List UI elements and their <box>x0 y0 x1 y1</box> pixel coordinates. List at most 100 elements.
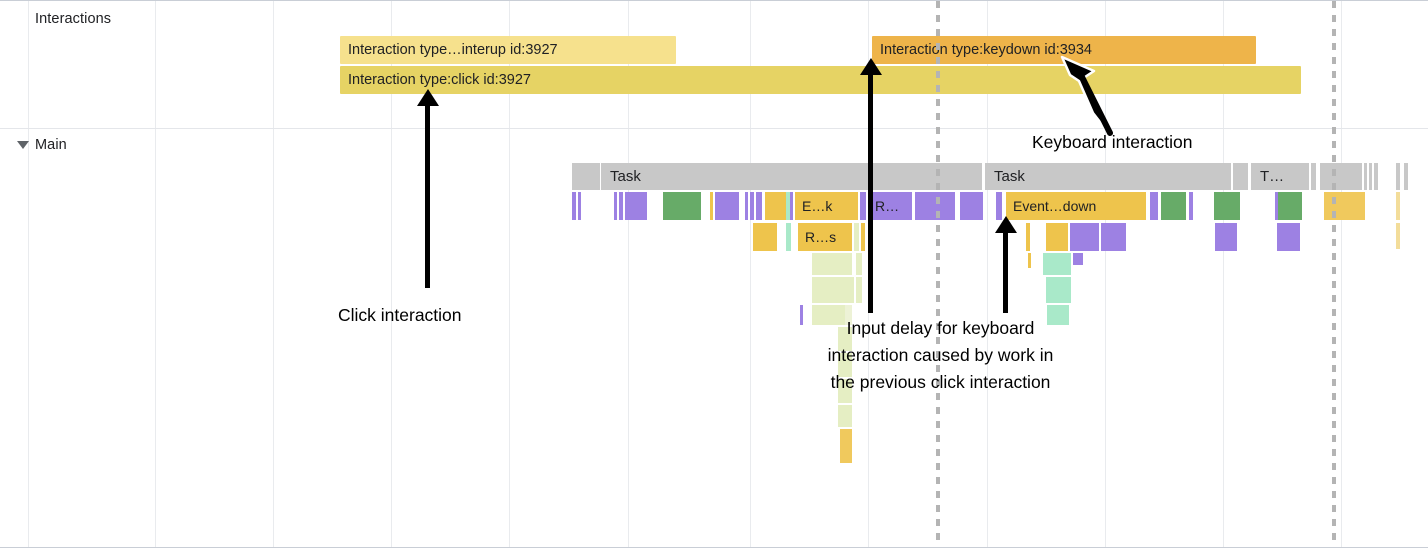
flame-block[interactable] <box>854 223 859 251</box>
flame-block[interactable] <box>1043 253 1071 275</box>
flame-block[interactable] <box>1101 223 1126 251</box>
flame-block-label: R… <box>875 198 900 214</box>
flame-block[interactable] <box>753 223 777 251</box>
flame-block[interactable] <box>860 192 866 220</box>
gridline <box>1105 1 1106 547</box>
annotation-arrowhead-input-delay-2 <box>995 216 1017 233</box>
flame-block[interactable] <box>812 253 852 275</box>
flame-event-label: E…k <box>802 198 833 214</box>
interaction-bar-label: Interaction type:keydown id:3934 <box>880 42 1092 58</box>
flame-block[interactable] <box>1278 192 1302 220</box>
flame-task-block[interactable] <box>1233 163 1248 190</box>
flame-block[interactable] <box>745 192 748 220</box>
flame-block[interactable] <box>786 223 791 251</box>
flame-block[interactable] <box>1028 253 1031 268</box>
flame-task-block[interactable] <box>1396 163 1400 190</box>
track-label-main[interactable]: Main <box>35 137 67 153</box>
gridline <box>155 1 156 547</box>
flame-block[interactable] <box>572 192 576 220</box>
flame-task-block[interactable]: Task <box>601 163 868 190</box>
flame-task-block[interactable] <box>870 163 982 190</box>
flame-task-block[interactable]: Task <box>985 163 1231 190</box>
interaction-bar-pointer[interactable]: Interaction type…interup id:3927 <box>340 36 676 64</box>
flame-task-label: T… <box>1260 168 1285 185</box>
flame-block[interactable] <box>996 192 1002 220</box>
flame-block[interactable] <box>1046 223 1068 251</box>
flame-block[interactable] <box>812 277 854 303</box>
flame-event-block[interactable]: E…k <box>795 192 858 220</box>
flame-event-block[interactable]: R…s <box>798 223 852 251</box>
flame-block[interactable] <box>715 192 739 220</box>
flame-task-block[interactable] <box>1369 163 1372 190</box>
track-label-interactions[interactable]: Interactions <box>35 11 112 27</box>
flame-block[interactable] <box>1189 192 1193 220</box>
annotation-arrowhead-input-delay <box>860 58 882 75</box>
annotation-click-interaction: Click interaction <box>338 305 462 325</box>
flame-block[interactable] <box>915 192 955 220</box>
flame-block[interactable] <box>1277 223 1300 251</box>
flame-block[interactable] <box>812 305 852 325</box>
triangle-down-icon[interactable] <box>17 141 29 149</box>
flame-block[interactable] <box>960 192 983 220</box>
interaction-bar-label: Interaction type:click id:3927 <box>348 72 531 88</box>
flame-block[interactable] <box>619 192 623 220</box>
flame-block[interactable] <box>578 192 581 220</box>
flame-task-label: Task <box>994 168 1025 185</box>
flame-block[interactable] <box>1275 192 1278 220</box>
flame-block[interactable] <box>1073 253 1083 265</box>
flame-task-block[interactable] <box>1364 163 1367 190</box>
flame-block[interactable] <box>663 192 701 220</box>
flame-event-block[interactable]: Event…down <box>1006 192 1146 220</box>
flame-block[interactable] <box>1026 223 1030 251</box>
flame-block[interactable]: R… <box>868 192 912 220</box>
flame-block[interactable] <box>1214 192 1240 220</box>
flame-block[interactable] <box>838 353 852 377</box>
annotation-input-delay-text: Input delay for keyboard interaction cau… <box>827 318 1054 392</box>
flame-block[interactable] <box>838 327 852 351</box>
marker-end[interactable] <box>1332 1 1336 547</box>
flame-block[interactable] <box>710 192 713 220</box>
flame-task-block[interactable]: T… <box>1251 163 1309 190</box>
flame-block[interactable] <box>856 253 862 275</box>
flame-block[interactable] <box>614 192 617 220</box>
flame-task-label: Task <box>610 168 641 185</box>
gridline <box>750 1 751 547</box>
flame-block[interactable] <box>1047 305 1069 325</box>
flame-block[interactable] <box>838 379 852 403</box>
flame-block[interactable] <box>786 192 790 220</box>
flame-task-block[interactable] <box>1374 163 1378 190</box>
flame-task-block[interactable] <box>1404 163 1408 190</box>
gridline <box>987 1 988 547</box>
flame-block[interactable] <box>750 192 754 220</box>
flame-block[interactable] <box>800 305 803 325</box>
flame-task-block[interactable] <box>1320 163 1362 190</box>
flame-block[interactable] <box>1324 192 1365 220</box>
gridline <box>509 1 510 547</box>
marker-lcp[interactable] <box>936 1 940 547</box>
flame-task-block[interactable] <box>572 163 600 190</box>
flame-block[interactable] <box>838 405 852 427</box>
flame-block[interactable] <box>1161 192 1186 220</box>
interaction-bar-label: Interaction type…interup id:3927 <box>348 42 558 58</box>
flame-block[interactable] <box>856 277 862 303</box>
annotation-arrowshaft-input-delay <box>868 73 873 313</box>
flame-block[interactable] <box>765 192 790 220</box>
flame-block[interactable] <box>840 429 852 463</box>
annotation-keyboard-interaction: Keyboard interaction <box>1032 132 1193 152</box>
flame-block[interactable] <box>790 192 793 220</box>
flame-block[interactable] <box>1396 192 1400 220</box>
flame-block[interactable] <box>861 223 865 251</box>
flame-block[interactable] <box>1215 223 1237 251</box>
flame-block[interactable] <box>1150 192 1158 220</box>
gridline <box>1223 1 1224 547</box>
gridline <box>1341 1 1342 547</box>
flame-block[interactable] <box>1070 223 1099 251</box>
flame-block[interactable] <box>1396 223 1400 249</box>
flame-task-block[interactable] <box>1311 163 1316 190</box>
flame-block[interactable] <box>756 192 762 220</box>
interaction-bar-click[interactable]: Interaction type:click id:3927 <box>340 66 1301 94</box>
flame-block[interactable] <box>625 192 647 220</box>
flame-block[interactable] <box>1046 277 1071 303</box>
flame-block[interactable] <box>845 305 852 325</box>
